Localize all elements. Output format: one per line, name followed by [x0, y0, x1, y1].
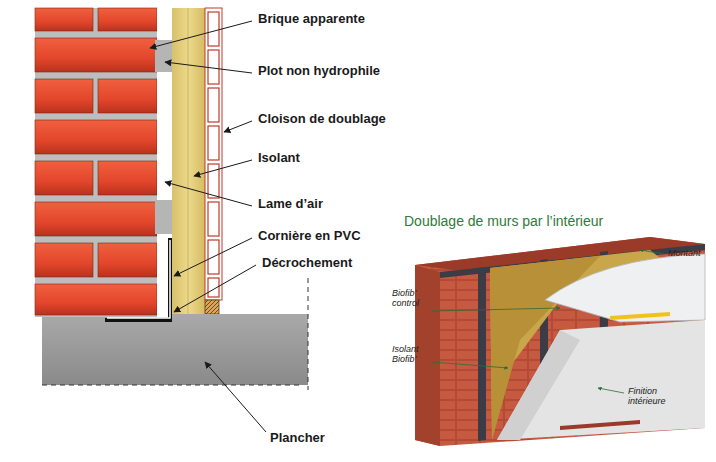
- part-label: Plancher: [270, 431, 325, 446]
- part-label: Lame d’air: [258, 197, 323, 212]
- part-label: Cloison de doublage: [258, 112, 386, 127]
- part-label: Cornière en PVC: [258, 229, 361, 244]
- part-label: Plot non hydrophile: [258, 64, 380, 79]
- part-label: Biofib’ control: [392, 288, 432, 309]
- part-label: Finition intérieure: [628, 386, 676, 407]
- figure-heading: Doublage de murs par l’intérieur: [404, 213, 603, 229]
- part-label: Montant: [668, 248, 712, 258]
- part-label: Isolant: [258, 151, 300, 166]
- part-label: Isolant Biofib’: [392, 344, 432, 365]
- part-label: Brique apparente: [258, 12, 365, 27]
- part-label: Décrochement: [262, 256, 352, 271]
